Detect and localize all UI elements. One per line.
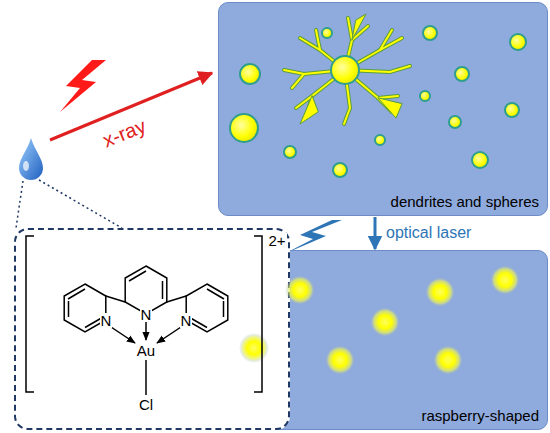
sample-panel: dendrites and spheres [218, 2, 548, 216]
raspberry-particles [239, 265, 520, 375]
charge-label: 2+ [267, 233, 286, 248]
arrow-label: x-ray [100, 115, 149, 150]
atom-label: N [180, 313, 193, 328]
x-ray-bolt [60, 60, 106, 112]
molecule-bonds [26, 236, 262, 395]
dendrite [284, 14, 410, 124]
edge-label: optical laser [386, 225, 471, 241]
leader-dotted [39, 180, 122, 228]
atom-label: N [140, 307, 153, 322]
molecule-box: 2+ N N N AuCl [14, 228, 290, 430]
atom-label: Cl [138, 397, 154, 412]
leader-dotted [16, 181, 23, 228]
process-arrow [374, 217, 377, 249]
panel-caption: dendrites and spheres [391, 194, 539, 209]
laser-bolt [284, 220, 342, 254]
gold-spheres [230, 26, 526, 177]
panel-caption: raspberry-shaped [421, 408, 539, 423]
atom-label: Au [136, 343, 156, 358]
atom-label: N [100, 313, 113, 328]
droplet-highlight [23, 161, 29, 171]
droplet [19, 138, 43, 180]
